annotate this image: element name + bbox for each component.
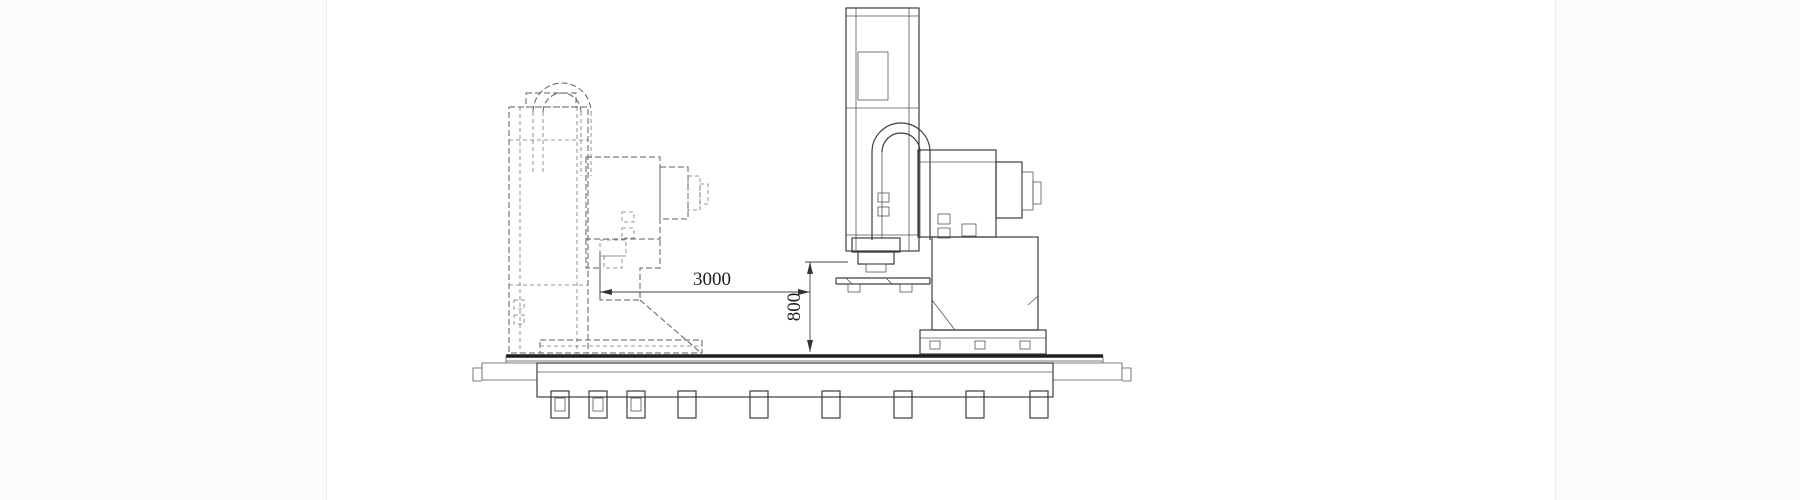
page-margin-left xyxy=(0,0,327,500)
page-margin-right xyxy=(1555,0,1800,500)
machine-base-column xyxy=(931,236,1039,331)
bed-support-feet xyxy=(677,390,1049,419)
machine-cable-arch xyxy=(871,122,931,240)
phantom-head xyxy=(585,156,709,240)
machine-saddle xyxy=(919,329,1047,355)
left-machine-phantom xyxy=(508,82,709,354)
dimension-3000: 3000 xyxy=(599,252,810,297)
phantom-cable-arch xyxy=(532,82,592,176)
bed-foot-cluster xyxy=(550,390,646,419)
machine-head xyxy=(917,149,1042,239)
machine-spindle xyxy=(835,237,931,293)
right-machine xyxy=(835,7,1047,355)
phantom-saddle xyxy=(539,339,703,354)
phantom-column xyxy=(508,92,589,354)
dimension-3000-label: 3000 xyxy=(693,269,731,290)
dimension-800: 800 xyxy=(784,261,848,352)
phantom-spindle xyxy=(585,239,701,353)
machine-bed xyxy=(472,354,1132,419)
dimension-800-label: 800 xyxy=(784,293,805,322)
